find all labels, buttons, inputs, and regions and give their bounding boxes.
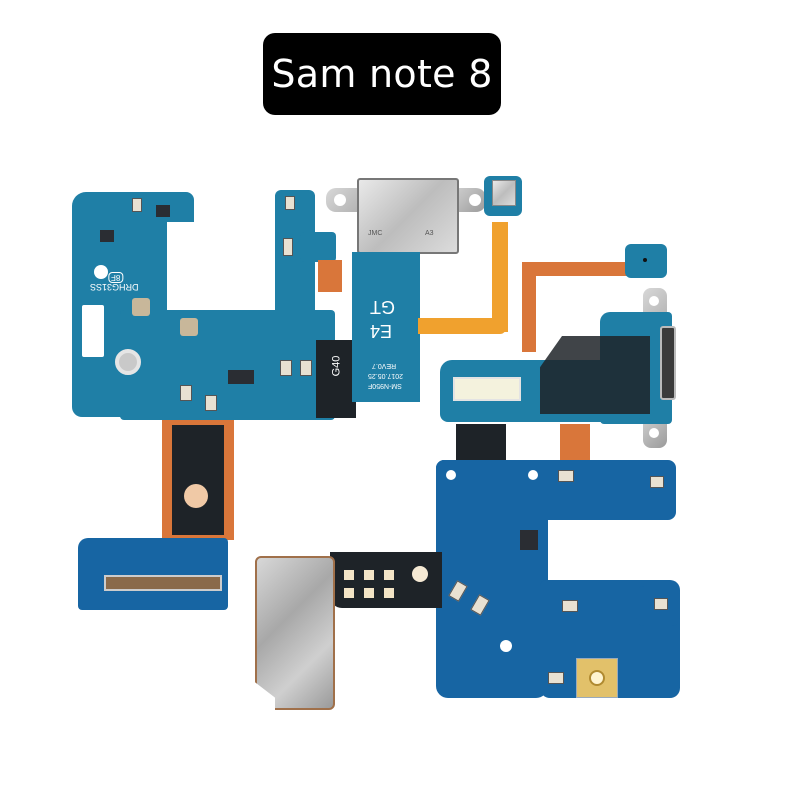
board-marking: E4	[370, 321, 393, 341]
product-title-label: Sam note 8	[263, 33, 501, 115]
board-marking: SM-N950F	[368, 382, 402, 389]
board-marking: G40	[330, 355, 343, 377]
board-marking: REV0.7	[372, 362, 397, 369]
board-marking: DRHG31SS	[90, 282, 139, 292]
board-marking: GT	[370, 297, 395, 317]
board-marking: 8F	[108, 272, 124, 283]
connector-marking: JMC	[368, 230, 383, 237]
connector-marking: A3	[425, 230, 434, 237]
board-marking: 2017.05.25	[368, 372, 404, 379]
product-title-text: Sam note 8	[271, 52, 493, 96]
